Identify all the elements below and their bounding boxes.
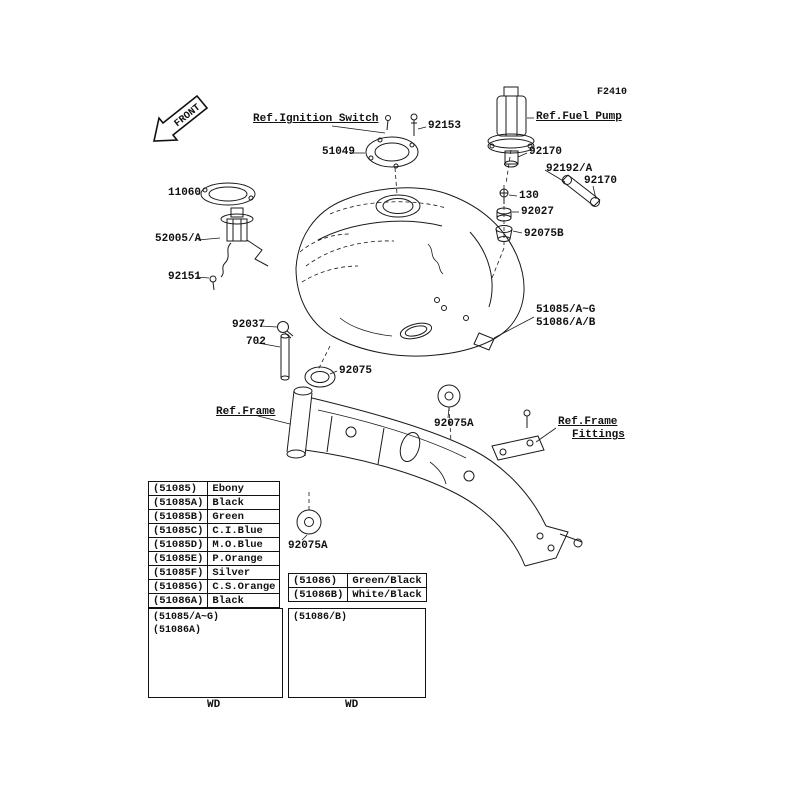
part-code-cell: (51085B) bbox=[147, 509, 209, 524]
table-row: (51085D)M.O.Blue bbox=[147, 537, 281, 552]
callout-ref-frame-fittings-2: Fittings bbox=[572, 429, 625, 441]
part-code-cell: (51085A) bbox=[147, 495, 209, 510]
callout-92192: 92192/A bbox=[546, 163, 593, 175]
gasket-11060-drawing bbox=[200, 182, 256, 206]
damper-92075a-upper-drawing bbox=[437, 384, 461, 408]
color-name-cell: Ebony bbox=[207, 481, 281, 496]
callout-92075b: 92075B bbox=[524, 228, 564, 240]
table-row: (51085E)P.Orange bbox=[147, 551, 281, 566]
color-name-cell: Green bbox=[207, 509, 281, 524]
leader-lines bbox=[195, 117, 597, 541]
color-table-51085: (51085)Ebony (51085A)Black (51085B)Green… bbox=[147, 481, 281, 608]
callout-ref-fuel-pump: Ref.Fuel Pump bbox=[536, 111, 622, 123]
variant-box-left: (51085/A~G) (51086A) bbox=[148, 608, 283, 698]
color-name-cell: Black bbox=[207, 495, 281, 510]
callout-ref-frame-fittings-1: Ref.Frame bbox=[558, 416, 618, 428]
part-code-cell: (51085E) bbox=[147, 551, 209, 566]
variant-code: (51086/B) bbox=[293, 612, 348, 623]
callout-92151: 92151 bbox=[168, 271, 202, 283]
alignment-lines bbox=[308, 345, 452, 510]
part-code-cell: (51085D) bbox=[147, 537, 209, 552]
table-row: (51085C)C.I.Blue bbox=[147, 523, 281, 538]
variant-box-right: (51086/B) bbox=[288, 608, 426, 698]
callout-702: 702 bbox=[246, 336, 266, 348]
part-code-cell: (51085C) bbox=[147, 523, 209, 538]
color-table-51086: (51086)Green/Black (51086B)White/Black bbox=[287, 573, 427, 602]
callout-51049: 51049 bbox=[322, 146, 356, 158]
callout-92075a-upper: 92075A bbox=[434, 418, 474, 430]
part-code-cell: (51086B) bbox=[287, 587, 349, 602]
callout-ref-frame: Ref.Frame bbox=[216, 406, 276, 418]
variant-box-left-codes: (51085/A~G) (51086A) bbox=[153, 612, 219, 637]
wd-caption-left: WD bbox=[207, 699, 221, 711]
pump-mount-parts-drawing bbox=[491, 149, 513, 279]
fuel-tank-drawing bbox=[295, 167, 525, 357]
callout-92170-lower: 92170 bbox=[584, 175, 618, 187]
color-name-cell: Silver bbox=[207, 565, 281, 580]
color-name-cell: M.O.Blue bbox=[207, 537, 281, 552]
damper-92075a-lower-drawing bbox=[296, 509, 322, 535]
table-row: (51085A)Black bbox=[147, 495, 281, 510]
front-arrow: FRONT bbox=[152, 94, 209, 142]
callout-92170-upper: 92170 bbox=[529, 146, 563, 158]
callout-92075a-lower: 92075A bbox=[288, 540, 328, 552]
part-code-cell: (51085) bbox=[147, 481, 209, 496]
part-code-cell: (51085F) bbox=[147, 565, 209, 580]
figure-code: F2410 bbox=[597, 87, 628, 98]
callout-51086: 51086/A/B bbox=[536, 317, 596, 329]
color-name-cell: C.S.Orange bbox=[207, 579, 281, 594]
fuel-sender-drawing bbox=[220, 207, 269, 278]
callout-52005: 52005/A bbox=[155, 233, 202, 245]
table-row: (51085F)Silver bbox=[147, 565, 281, 580]
variant-box-right-codes: (51086/B) bbox=[293, 612, 347, 625]
callout-92153: 92153 bbox=[428, 120, 462, 132]
part-code-cell: (51086) bbox=[287, 573, 349, 588]
frame-drawing bbox=[286, 386, 583, 567]
table-row: (51086A)Black bbox=[147, 593, 281, 608]
bolt-ignition-drawing bbox=[385, 115, 391, 131]
color-name-cell: White/Black bbox=[347, 587, 427, 602]
color-name-cell: Black bbox=[207, 593, 281, 608]
callout-51085: 51085/A~G bbox=[536, 304, 596, 316]
callout-92027: 92027 bbox=[521, 206, 555, 218]
wd-caption-right: WD bbox=[345, 699, 359, 711]
frame-fittings-drawing bbox=[491, 409, 545, 461]
variant-code: (51086A) bbox=[153, 624, 202, 636]
bolt-92151-drawing bbox=[209, 275, 217, 291]
color-name-cell: P.Orange bbox=[207, 551, 281, 566]
table-row: (51086)Green/Black bbox=[287, 573, 427, 588]
table-row: (51085G)C.S.Orange bbox=[147, 579, 281, 594]
callout-ref-ignition-switch: Ref.Ignition Switch bbox=[253, 113, 379, 125]
table-row: (51085B)Green bbox=[147, 509, 281, 524]
fuel-hose-drawing bbox=[561, 174, 601, 207]
fuel-pump-drawing bbox=[487, 86, 535, 168]
bolt-92153-drawing bbox=[410, 113, 418, 136]
table-row: (51086B)White/Black bbox=[287, 587, 427, 602]
callout-130: 130 bbox=[519, 190, 539, 202]
fuel-cap-drawing bbox=[365, 136, 419, 169]
drain-tube-drawing bbox=[277, 321, 294, 381]
table-row: (51085)Ebony bbox=[147, 481, 281, 496]
color-name-cell: Green/Black bbox=[347, 573, 427, 588]
color-name-cell: C.I.Blue bbox=[207, 523, 281, 538]
callout-92037: 92037 bbox=[232, 319, 266, 331]
damper-92075-drawing bbox=[304, 366, 336, 388]
callout-11060: 11060 bbox=[168, 187, 202, 199]
callout-92075: 92075 bbox=[339, 365, 373, 377]
part-code-cell: (51085G) bbox=[147, 579, 209, 594]
part-code-cell: (51086A) bbox=[147, 593, 209, 608]
variant-code: (51085/A~G) bbox=[153, 612, 220, 623]
